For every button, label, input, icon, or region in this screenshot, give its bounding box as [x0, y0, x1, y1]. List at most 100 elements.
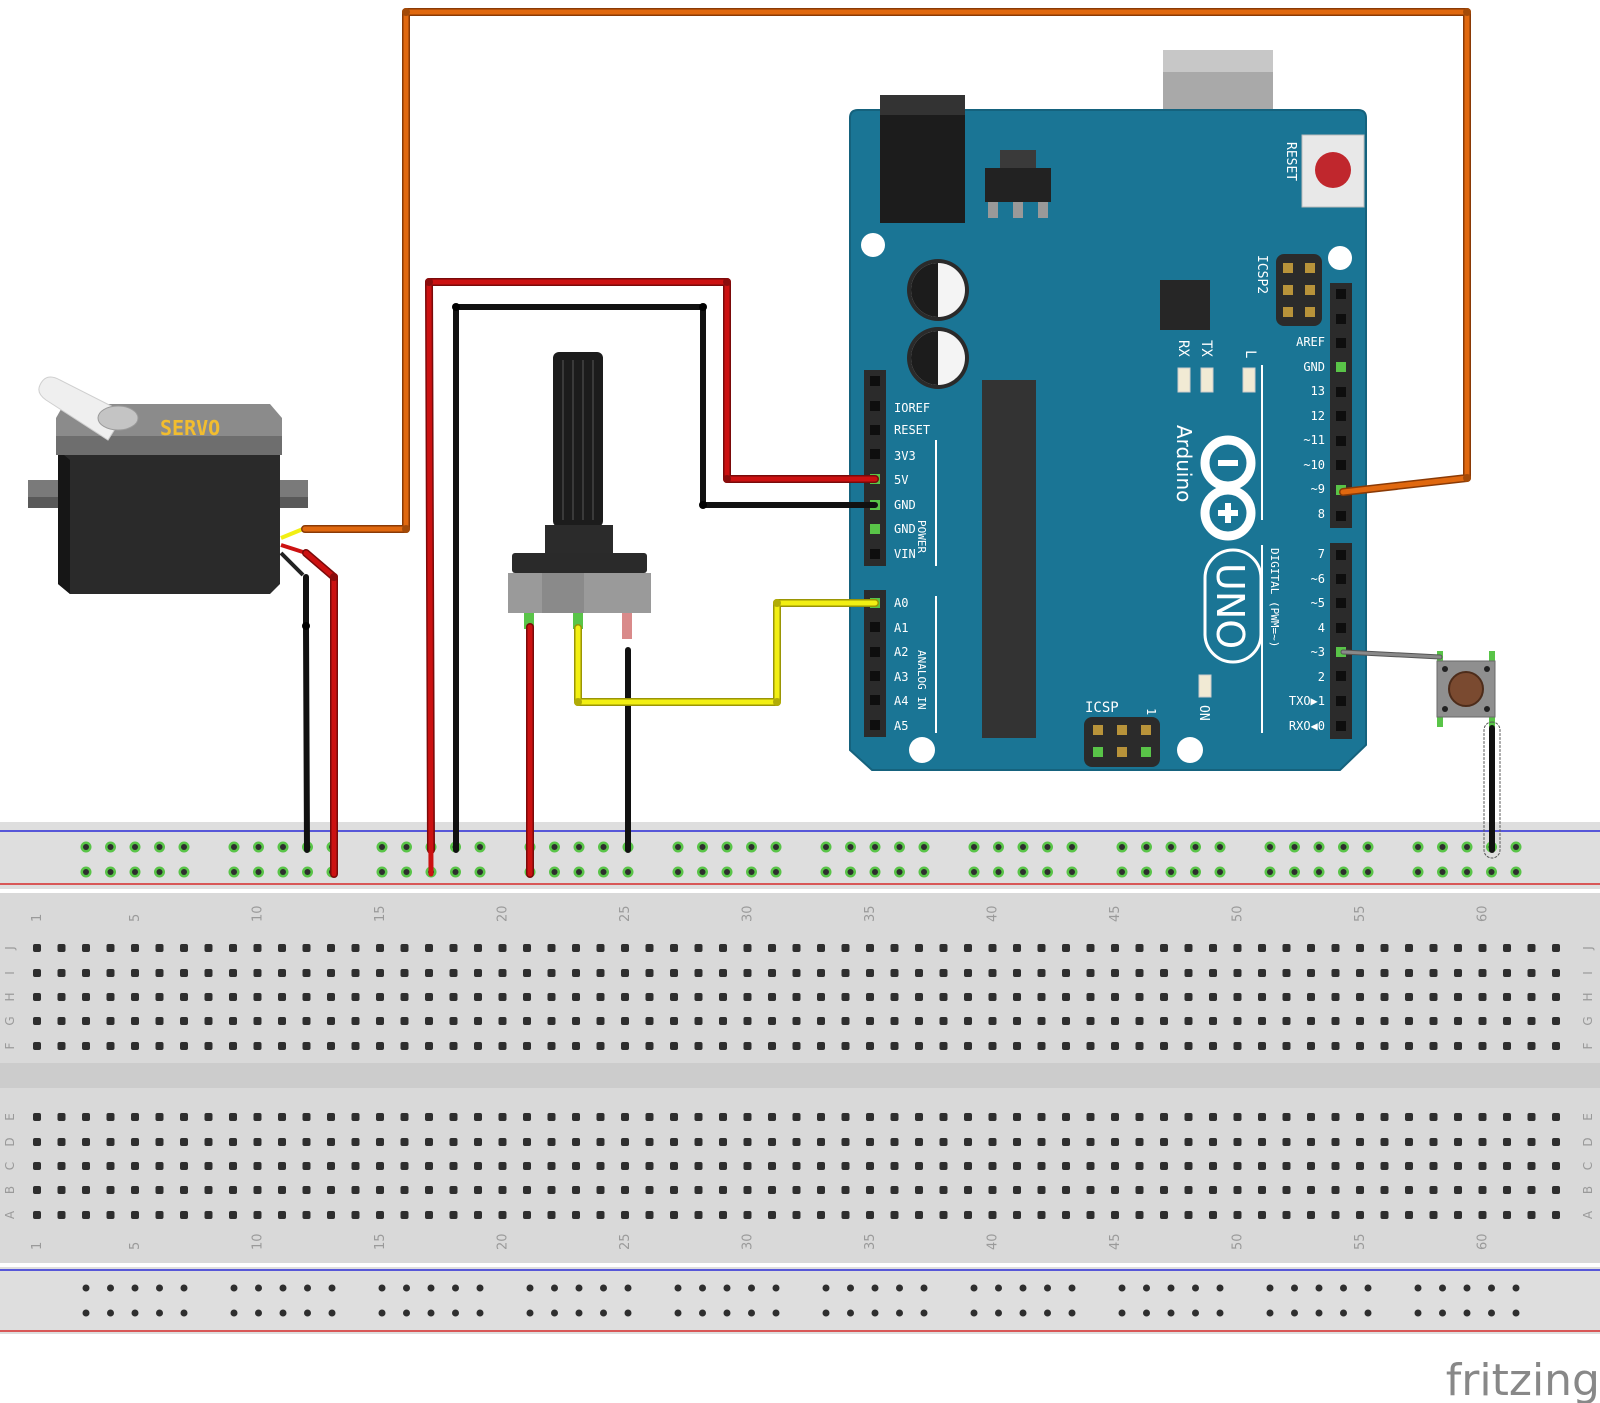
breadboard-hole [768, 1017, 776, 1025]
breadboard-hole [1380, 1162, 1389, 1170]
breadboard-hole [1429, 944, 1438, 952]
rail-hole [1340, 844, 1347, 850]
breadboard-hole [1062, 1042, 1070, 1050]
breadboard-hole [792, 944, 801, 952]
breadboard-hole [449, 1017, 458, 1025]
pin-label-4: 4 [1318, 621, 1325, 635]
pin-label-a0: A0 [894, 596, 908, 610]
breadboard-hole [841, 1162, 850, 1170]
header-socket [870, 671, 880, 681]
rail-hole [600, 844, 607, 850]
breadboard-hole [302, 944, 311, 952]
rail-hole [526, 1284, 534, 1292]
rail-hole [231, 844, 237, 850]
breadboard-hole [523, 1162, 531, 1170]
breadboard-hole [1258, 1017, 1266, 1025]
breadboard-hole [890, 1113, 899, 1121]
rail-hole [1365, 869, 1371, 875]
breadboard-hole [1307, 969, 1315, 977]
breadboard-hole [768, 1138, 776, 1146]
rail-hole [427, 1284, 435, 1292]
breadboard-hole [1135, 969, 1144, 977]
pin-label-1: TXO▶1 [1289, 694, 1325, 708]
rail-hole [230, 1309, 238, 1317]
breadboard-hole [351, 1186, 360, 1194]
pin-label-5: ~5 [1311, 596, 1325, 610]
breadboard-hole [694, 1017, 703, 1025]
rail-hole [576, 844, 582, 850]
breadboard-hole [841, 1113, 850, 1121]
breadboard-hole [768, 993, 776, 1001]
breadboard-hole [841, 1211, 850, 1219]
rail-hole [1167, 1309, 1175, 1317]
breadboard-hole [866, 1162, 874, 1170]
breadboard-hole [1184, 944, 1193, 952]
breadboard-hole [376, 1162, 384, 1170]
rail-hole [699, 1284, 706, 1292]
breadboard-hole [964, 993, 972, 1001]
power-header [864, 370, 886, 566]
breadboard-hole [1111, 1138, 1119, 1146]
breadboard-hole [1307, 1138, 1315, 1146]
breadboard-hole [1454, 1042, 1462, 1050]
breadboard-hole [1405, 944, 1413, 952]
breadboard-hole [890, 1162, 899, 1170]
breadboard-hole [351, 1211, 360, 1219]
rail-hole [575, 1284, 583, 1292]
breadboard-hole [792, 969, 801, 977]
wire-red-outline [425, 278, 879, 854]
breadboard-hole [180, 993, 188, 1001]
breadboard-hole [229, 944, 237, 952]
breadboard-hole [939, 1186, 948, 1194]
icsp2-pin [1283, 307, 1293, 317]
rail-hole [773, 844, 779, 850]
breadboard-hole [1209, 1211, 1217, 1219]
rail-hole [847, 869, 854, 875]
wire-5v-to-rail [426, 279, 878, 877]
breadboard-hole [1307, 1211, 1315, 1219]
breadboard-hole [1356, 993, 1364, 1001]
icsp2-pin [1283, 263, 1293, 273]
breadboard-hole [351, 969, 360, 977]
breadboard-hole [1282, 1017, 1291, 1025]
rail-hole [920, 1309, 928, 1317]
breadboard-hole [743, 1138, 752, 1146]
breadboard-hole [1527, 1042, 1536, 1050]
breadboard-hole [1503, 1138, 1511, 1146]
header-socket [1336, 436, 1346, 446]
breadboard-hole [278, 1162, 286, 1170]
breadboard-hole [400, 1138, 409, 1146]
breadboard-hole [131, 969, 139, 977]
button-rivet [1484, 666, 1490, 672]
reset-button-cap[interactable] [1315, 152, 1351, 188]
breadboard-hole [82, 969, 90, 977]
breadboard-hole [1527, 1138, 1536, 1146]
rail-hole [551, 844, 558, 850]
breadboard-hole [1037, 1138, 1046, 1146]
breadboard-hole [131, 1211, 139, 1219]
breadboard-hole [498, 1138, 507, 1146]
breadboard-hole [498, 1211, 507, 1219]
rail-hole [1513, 844, 1519, 850]
breadboard-hole [278, 1186, 286, 1194]
breadboard-hole [1380, 969, 1389, 977]
breadboard-hole [106, 944, 115, 952]
breadboard-hole [302, 969, 311, 977]
rail-hole [772, 1309, 780, 1317]
button-cap[interactable] [1448, 671, 1484, 707]
breadboard-hole [792, 1211, 801, 1219]
breadboard-hole [82, 1138, 90, 1146]
breadboard-hole [33, 944, 41, 952]
breadboard-hole [400, 1186, 409, 1194]
breadboard-hole [939, 1138, 948, 1146]
header-socket [870, 720, 880, 730]
breadboard-hole [1552, 1113, 1560, 1121]
push-button[interactable] [1436, 651, 1496, 727]
breadboard-hole [1478, 944, 1487, 952]
header-socket [870, 401, 880, 411]
rail-hole [427, 1309, 435, 1317]
breadboard-hole [621, 1017, 629, 1025]
wire-nodes [302, 8, 1471, 706]
breadboard-hole [82, 1211, 90, 1219]
breadboard-hole [82, 944, 90, 952]
